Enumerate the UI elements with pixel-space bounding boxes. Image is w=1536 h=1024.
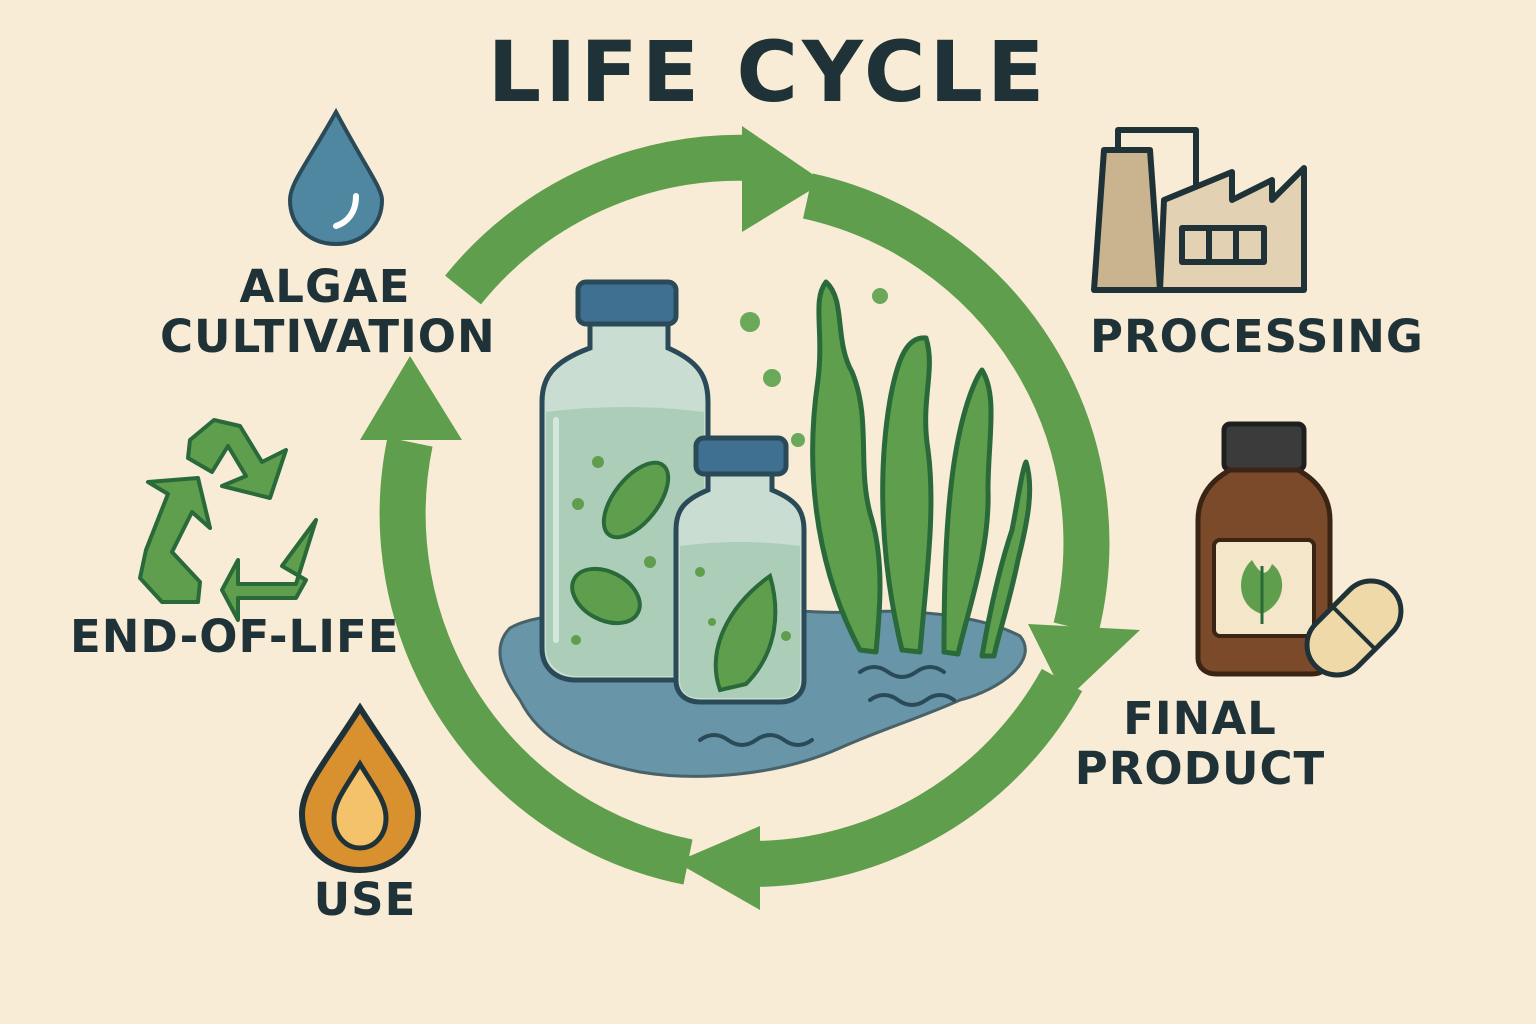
stage-label-line: PRODUCT <box>1074 742 1326 796</box>
stage-label-line: PROCESSING <box>1090 310 1424 363</box>
cycle-arrows <box>379 134 1110 887</box>
water-drop-icon <box>287 107 385 247</box>
capsule-icon <box>1304 578 1404 678</box>
stage-label-line: END-OF-LIFE <box>70 610 400 663</box>
stage-label-line: FINAL <box>1123 692 1277 745</box>
supplement-bottle-icon <box>1195 421 1333 677</box>
seaweed-fronds <box>810 279 1033 659</box>
arrowhead-right <box>1028 624 1140 700</box>
stage-label-processing: PROCESSING <box>1090 310 1424 363</box>
cycle-arrowheads <box>360 126 1140 910</box>
stage-label-algae-cultivation: ALGAE CULTIVATION <box>160 260 496 364</box>
stage-label-line: USE <box>313 873 417 926</box>
stage-label-line: CULTIVATION <box>160 310 496 364</box>
fuel-drop-icon <box>298 702 422 874</box>
stage-label-final-product: FINAL PRODUCT <box>1070 692 1330 796</box>
recycle-icon <box>138 418 318 622</box>
arrowhead-top <box>742 126 824 232</box>
page-title: LIFE CYCLE <box>487 23 1049 121</box>
stage-label-use: USE <box>290 873 440 926</box>
bubbles <box>740 288 888 447</box>
large-algae-jar <box>539 279 711 683</box>
stage-label-line: ALGAE <box>239 260 411 313</box>
arrowhead-left <box>360 356 462 440</box>
stage-label-end-of-life: END-OF-LIFE <box>70 610 400 663</box>
arrowhead-bottom <box>676 826 760 910</box>
factory-icon <box>1091 127 1307 293</box>
small-algae-jar <box>673 435 807 705</box>
